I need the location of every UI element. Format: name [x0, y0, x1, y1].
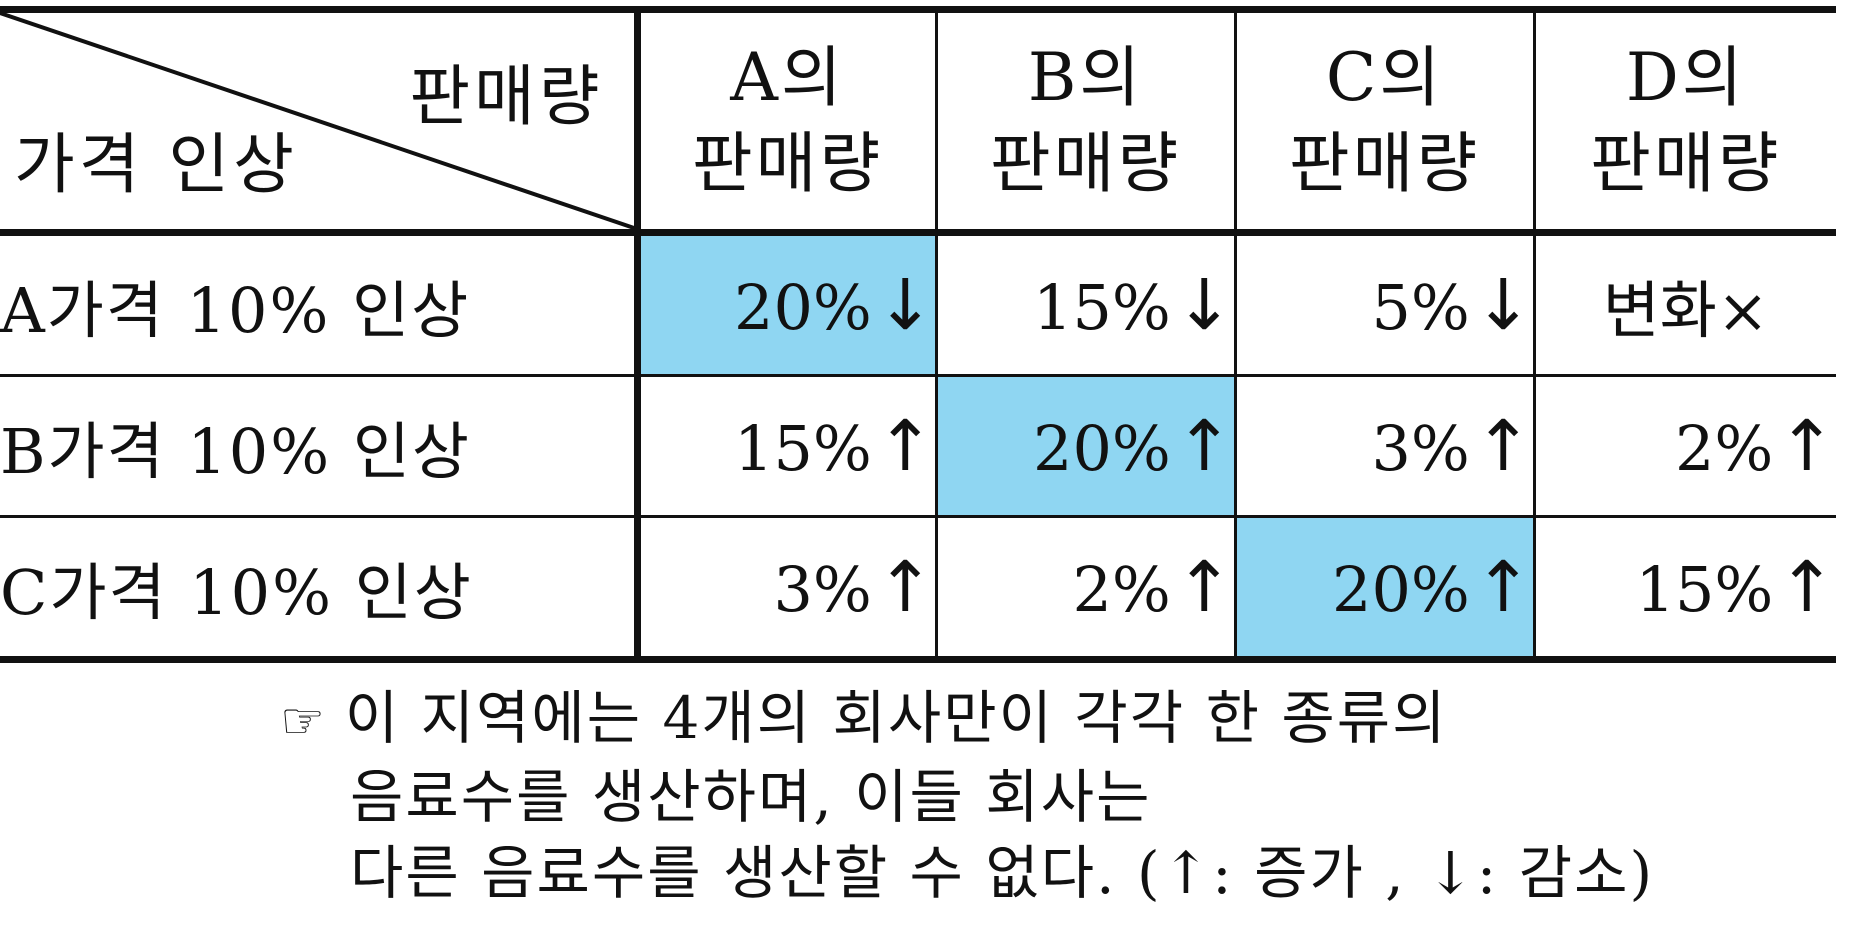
down-arrow-icon: ↓: [875, 264, 935, 346]
column-header-line1: C의: [1325, 39, 1444, 116]
footnote-line-1: ☞ 이 지역에는 4개의 회사만이 각각 한 종류의: [280, 680, 1654, 759]
column-header-line2: 판매량: [1288, 125, 1481, 202]
table-cell: 변화×: [1532, 231, 1836, 377]
footnote-line-3: 다른 음료수를 생산할 수 없다. (↑: 증가 , ↓: 감소): [350, 839, 1655, 907]
row-header: C가격 10% 인상: [0, 515, 641, 663]
diagonal-divider: [4, 16, 630, 226]
header-row: 판매량 가격 인상 A의 판매량 B의 판매량 C의 판매량 D의 판매량: [0, 6, 1836, 236]
column-header-a: A의 판매량: [635, 6, 938, 236]
table-cell: 2%↑: [934, 515, 1237, 663]
column-header-c: C의 판매량: [1233, 6, 1536, 236]
up-arrow-icon: ↑: [1777, 405, 1836, 487]
up-arrow-icon: ↑: [1473, 546, 1533, 628]
table-cell: 5%↓: [1233, 231, 1536, 377]
corner-cell: 판매량 가격 인상: [0, 6, 641, 236]
up-arrow-icon: ↑: [875, 546, 935, 628]
up-arrow-icon: ↑: [1174, 546, 1234, 628]
footnote-line-2: 음료수를 생산하며, 이들 회사는: [350, 763, 1152, 831]
table-cell: 3%↑: [1233, 374, 1536, 518]
column-header-b: B의 판매량: [934, 6, 1237, 236]
row-header: B가격 10% 인상: [0, 374, 641, 518]
cell-value: 15%: [734, 412, 872, 485]
column-header-line2: 판매량: [989, 125, 1182, 202]
column-header-line2: 판매량: [1590, 125, 1782, 202]
column-header-d: D의 판매량: [1532, 6, 1836, 236]
table-row-b: B가격 10% 인상 15%↑ 20%↑ 3%↑ 2%↑: [0, 374, 1836, 518]
price-sales-table: 판매량 가격 인상 A의 판매량 B의 판매량 C의 판매량 D의 판매량: [0, 6, 1836, 663]
cell-value: 변화×: [1602, 274, 1769, 347]
table-cell: 15%↑: [635, 374, 938, 518]
cell-value: 20%: [734, 271, 872, 344]
table-cell: 15%↓: [934, 231, 1237, 377]
table-cell: 2%↑: [1532, 374, 1836, 518]
column-header-line1: A의: [730, 39, 845, 116]
down-arrow-icon: ↓: [1473, 264, 1533, 346]
cell-value: 5%: [1371, 271, 1470, 344]
table-cell: 15%↑: [1532, 515, 1836, 663]
column-header-line1: D의: [1625, 39, 1746, 116]
cell-value: 20%: [1033, 412, 1171, 485]
down-arrow-icon: ↓: [1174, 264, 1234, 346]
table-row-c: C가격 10% 인상 3%↑ 2%↑ 20%↑ 15%↑: [0, 515, 1836, 663]
up-arrow-icon: ↑: [875, 405, 935, 487]
cell-value: 3%: [773, 553, 872, 626]
cell-value: 15%: [1033, 271, 1171, 344]
corner-top-label: 판매량: [409, 58, 604, 135]
cell-value: 3%: [1371, 412, 1470, 485]
table-cell: 3%↑: [635, 515, 938, 663]
cell-value: 2%: [1072, 553, 1171, 626]
cell-value: 20%: [1332, 553, 1470, 626]
footnote-text-1: 이 지역에는 4개의 회사만이 각각 한 종류의: [344, 684, 1448, 752]
column-header-line1: B의: [1027, 39, 1144, 116]
cell-value: 2%: [1674, 412, 1774, 485]
up-arrow-icon: ↑: [1473, 405, 1533, 487]
corner-bottom-label: 가격 인상: [14, 126, 298, 203]
row-header: A가격 10% 인상: [0, 231, 641, 377]
cell-value: 15%: [1635, 553, 1774, 626]
up-arrow-icon: ↑: [1777, 546, 1836, 628]
table-row-a: A가격 10% 인상 20%↓ 15%↓ 5%↓ 변화×: [0, 231, 1836, 377]
up-arrow-icon: ↑: [1174, 405, 1234, 487]
footnote: ☞ 이 지역에는 4개의 회사만이 각각 한 종류의 음료수를 생산하며, 이들 …: [280, 680, 1654, 911]
column-header-line2: 판매량: [691, 125, 884, 202]
pointing-hand-icon: ☞: [280, 692, 327, 750]
table-cell: 20%↑: [1233, 515, 1536, 663]
table-cell: 20%↓: [635, 231, 938, 377]
table-cell: 20%↑: [934, 374, 1237, 518]
